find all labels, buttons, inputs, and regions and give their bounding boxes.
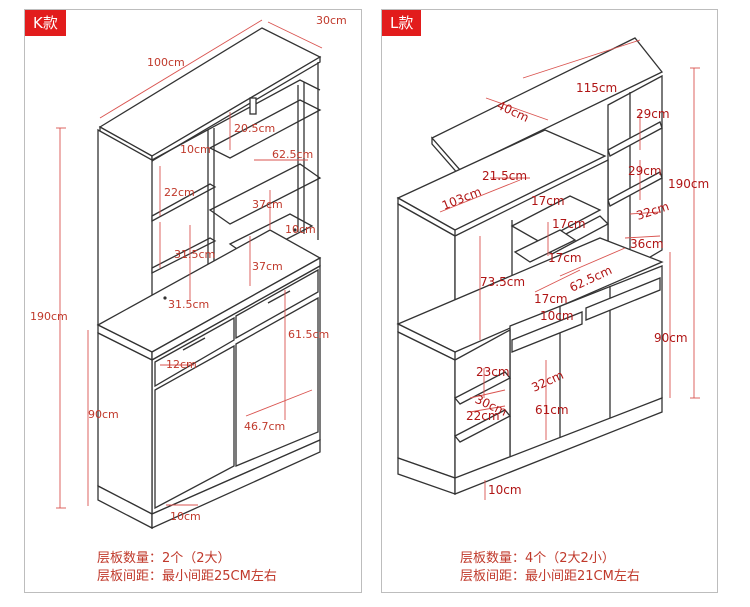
k-width-label: 100cm <box>147 56 185 69</box>
k-dim-label: 22cm <box>164 186 195 199</box>
k-shelf-count-note: 层板数量：2个（2大） <box>97 551 231 566</box>
l-dim-label: 73.5cm <box>480 275 525 289</box>
k-dim-label: 10cm <box>180 143 211 156</box>
k-dim-label: 61.5cm <box>288 328 329 341</box>
l-dim-label: 61cm <box>535 403 569 417</box>
k-total-height-label: 190cm <box>30 310 68 323</box>
k-dim-label: 37cm <box>252 198 283 211</box>
k-dim-label: 62.5cm <box>272 148 313 161</box>
l-total-height-label: 190cm <box>668 177 709 191</box>
l-dim-label: 17cm <box>531 194 565 208</box>
l-dim-label: 10cm <box>540 309 574 323</box>
l-dim-label: 17cm <box>534 292 568 306</box>
k-dim-label: 37cm <box>252 260 283 273</box>
k-dim-label: 31.5cm <box>174 248 215 261</box>
l-dim-label: 29cm <box>636 107 670 121</box>
l-dim-label: 36cm <box>630 237 664 251</box>
l-shelf-spacing-note: 层板间距：最小间距21CM左右 <box>460 569 640 584</box>
k-dim-label: 10cm <box>170 510 201 523</box>
l-dim-label: 29cm <box>628 164 662 178</box>
model-tag-l: L款 <box>382 10 422 36</box>
k-depth-label: 30cm <box>316 14 347 27</box>
k-shelf-spacing-note: 层板间距：最小间距25CM左右 <box>97 569 277 584</box>
k-cabinet-drawing <box>56 19 323 530</box>
k-dim-label: 46.7cm <box>244 420 285 433</box>
l-dim-label: 10cm <box>488 483 522 497</box>
l-dim-label: 22cm <box>466 409 500 423</box>
k-dim-label: 20.5cm <box>234 122 275 135</box>
l-dim-label: 17cm <box>552 217 586 231</box>
l-shelf-count-note: 层板数量：4个（2大2小） <box>460 551 615 566</box>
model-tag-k: K款 <box>25 10 66 36</box>
k-dim-label: 12cm <box>166 358 197 371</box>
l-width-label: 115cm <box>576 81 617 95</box>
l-base-height-label: 90cm <box>654 331 688 345</box>
k-dim-label: 31.5cm <box>168 298 209 311</box>
k-dim-label: 10cm <box>285 223 316 236</box>
l-dim-label: 17cm <box>548 251 582 265</box>
l-dim-label: 23cm <box>476 365 510 379</box>
l-cabinet-drawing <box>396 37 700 500</box>
l-dim-label: 21.5cm <box>482 169 527 183</box>
k-base-height-label: 90cm <box>88 408 119 421</box>
